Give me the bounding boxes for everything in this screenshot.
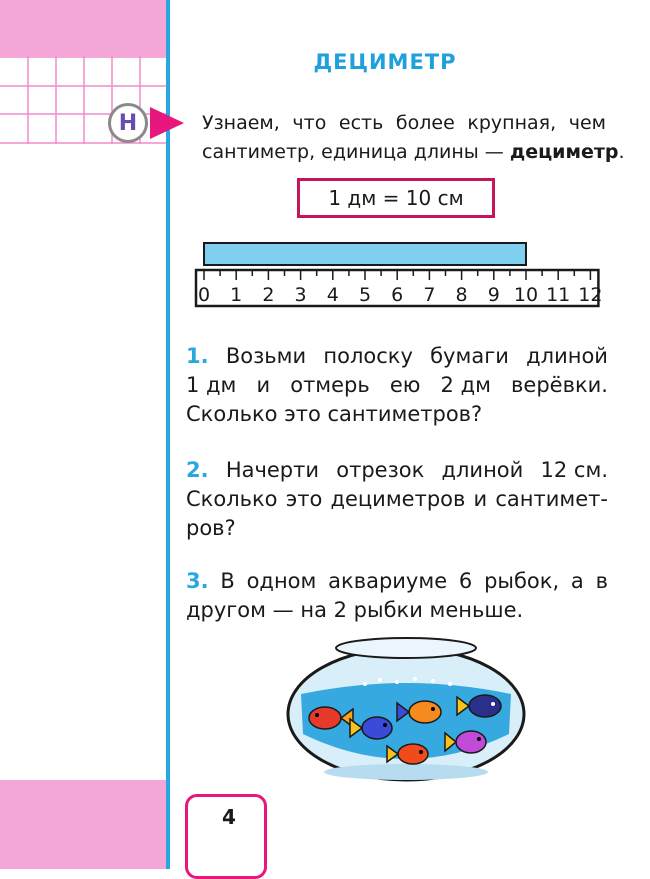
page-number-box: 4 <box>185 794 267 879</box>
task-line: ров? <box>186 514 608 543</box>
ruler-label: 2 <box>262 284 274 306</box>
task-word: Возьми <box>225 344 307 368</box>
ruler-label: 8 <box>456 284 468 306</box>
ruler-label: 12 <box>578 284 602 306</box>
task-word: ею <box>389 373 421 397</box>
fish-icon <box>349 716 393 740</box>
intro-word: Узнаем, <box>202 112 280 134</box>
task-word: длиной <box>441 458 524 482</box>
ruler-label: 1 <box>230 284 242 306</box>
aquarium-illustration <box>286 637 526 782</box>
intro-word: есть <box>338 112 384 134</box>
ruler-label: 4 <box>327 284 339 306</box>
formula-box: 1 дм = 10 см <box>297 178 495 218</box>
new-topic-badge: Н <box>108 103 148 143</box>
task-word: В <box>220 569 235 593</box>
task-word: отмерь <box>290 373 370 397</box>
task-word: и <box>473 487 488 511</box>
term-decimeter: дециметр <box>509 141 619 163</box>
task-word: и <box>256 373 271 397</box>
fish-icon <box>444 730 487 754</box>
task-word: другом — на 2 рыбки меньше. <box>186 598 524 622</box>
task-number: 1. <box>186 344 209 368</box>
task-word: рыбок, <box>484 569 560 593</box>
pink-header-block <box>0 0 166 56</box>
page-number: 4 <box>222 805 236 829</box>
task-word: 6 <box>458 569 473 593</box>
task-word: аквариуме <box>328 569 448 593</box>
task-word: полоску <box>323 344 413 368</box>
intro-line-2-end: . <box>618 141 625 163</box>
intro-word: более <box>395 112 455 134</box>
ruler-label: 7 <box>423 284 435 306</box>
ruler-label: 11 <box>546 284 570 306</box>
task-line: Сколько это сантиметров? <box>186 400 608 429</box>
grid-pattern <box>0 56 166 144</box>
left-margin <box>0 0 166 869</box>
fish-icon <box>386 743 429 765</box>
intro-line-2: сантиметр, единица длины — дециметр. <box>202 138 625 167</box>
intro-word: крупная, <box>467 112 557 134</box>
task-word: бумаги <box>430 344 509 368</box>
intro-line-2-start: сантиметр, единица длины — <box>202 141 510 163</box>
task-word: 1 дм <box>186 373 237 397</box>
bubbles-icon <box>363 677 452 686</box>
intro-word: что <box>292 112 327 134</box>
task-word: 12 см. <box>540 458 608 482</box>
ruler-label: 0 <box>198 284 210 306</box>
task-line: 2. Начерти отрезок длиной 12 см. <box>186 456 608 485</box>
task-line: другом — на 2 рыбки меньше. <box>186 596 608 625</box>
ruler-label: 9 <box>488 284 500 306</box>
task-word: отрезок <box>336 458 425 482</box>
pink-footer-block <box>0 780 166 869</box>
task-word: сантимет- <box>495 487 608 511</box>
task-word: дециметров <box>330 487 466 511</box>
aquarium-bottom <box>324 764 488 780</box>
task-word: Сколько <box>186 487 278 511</box>
task-word: 2 дм <box>440 373 491 397</box>
task-word: это <box>285 487 323 511</box>
ruler-label: 10 <box>514 284 538 306</box>
intro-word: чем <box>568 112 606 134</box>
paper-strip <box>203 242 527 266</box>
task-word: Начерти <box>225 458 320 482</box>
fish-icon <box>456 694 502 718</box>
task-line: 1. Возьми полоску бумаги длиной <box>186 342 608 371</box>
page-title: ДЕЦИМЕТР <box>313 50 457 74</box>
task-word: в <box>595 569 608 593</box>
fish-icon <box>396 700 442 724</box>
formula-text: 1 дм = 10 см <box>328 186 464 210</box>
task-word: Сколько это сантиметров? <box>186 402 483 426</box>
ruler-label: 5 <box>359 284 371 306</box>
task-word: верёвки. <box>511 373 608 397</box>
task-line: Сколько это дециметров и сантимет- <box>186 485 608 514</box>
aquarium-rim <box>335 637 477 659</box>
task-word: одном <box>246 569 317 593</box>
task-word: длиной <box>526 344 608 368</box>
task-word: а <box>570 569 584 593</box>
task-word: ров? <box>186 516 236 540</box>
task-number: 3. <box>186 569 209 593</box>
ruler-label: 6 <box>391 284 403 306</box>
pointer-arrow-icon <box>150 107 184 139</box>
margin-divider <box>166 0 170 869</box>
ruler-label: 3 <box>295 284 307 306</box>
task-number: 2. <box>186 458 209 482</box>
